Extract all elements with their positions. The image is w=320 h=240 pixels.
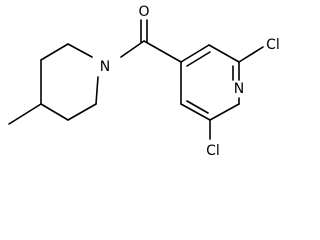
pyridine-bond-c3-c2 (208, 44, 240, 63)
pyridine-bond-c4-c3 (180, 44, 210, 63)
piperidine-bond-c5-c6 (67, 103, 97, 121)
piperidine-nitrogen-label: N (100, 59, 110, 75)
pyridine-bond-c5-c4a (180, 103, 211, 121)
carbonyl-group (120, 19, 182, 63)
pyridine-ring (180, 44, 264, 140)
piperidine-bond-c6-n (95, 76, 99, 105)
pyridine-bond-c6-c5 (209, 103, 240, 121)
carbonyl-to-ring-bond (143, 40, 182, 63)
piperidine-bond-c2-c3 (40, 43, 69, 61)
carbonyl-to-nitrogen-bond (120, 40, 145, 58)
pyridine-bond-c4-c3-inner (186, 51, 211, 67)
chlorine-top-label: Cl (266, 37, 280, 53)
pyridine-bond-c5-c4a-inner (186, 100, 209, 114)
piperidine-bond-c4-c5 (40, 103, 69, 121)
chlorine-bottom-label: Cl (206, 143, 220, 159)
piperidine-ring (8, 43, 99, 125)
carbonyl-oxygen-label: O (138, 4, 149, 20)
methyl-bond (8, 103, 42, 125)
piperidine-bond-n-c2 (67, 43, 93, 58)
pyridine-nitrogen-label: N (234, 81, 244, 97)
chemical-structure: O N N Cl Cl (8, 4, 280, 159)
chlorine-top-bond (238, 46, 264, 63)
